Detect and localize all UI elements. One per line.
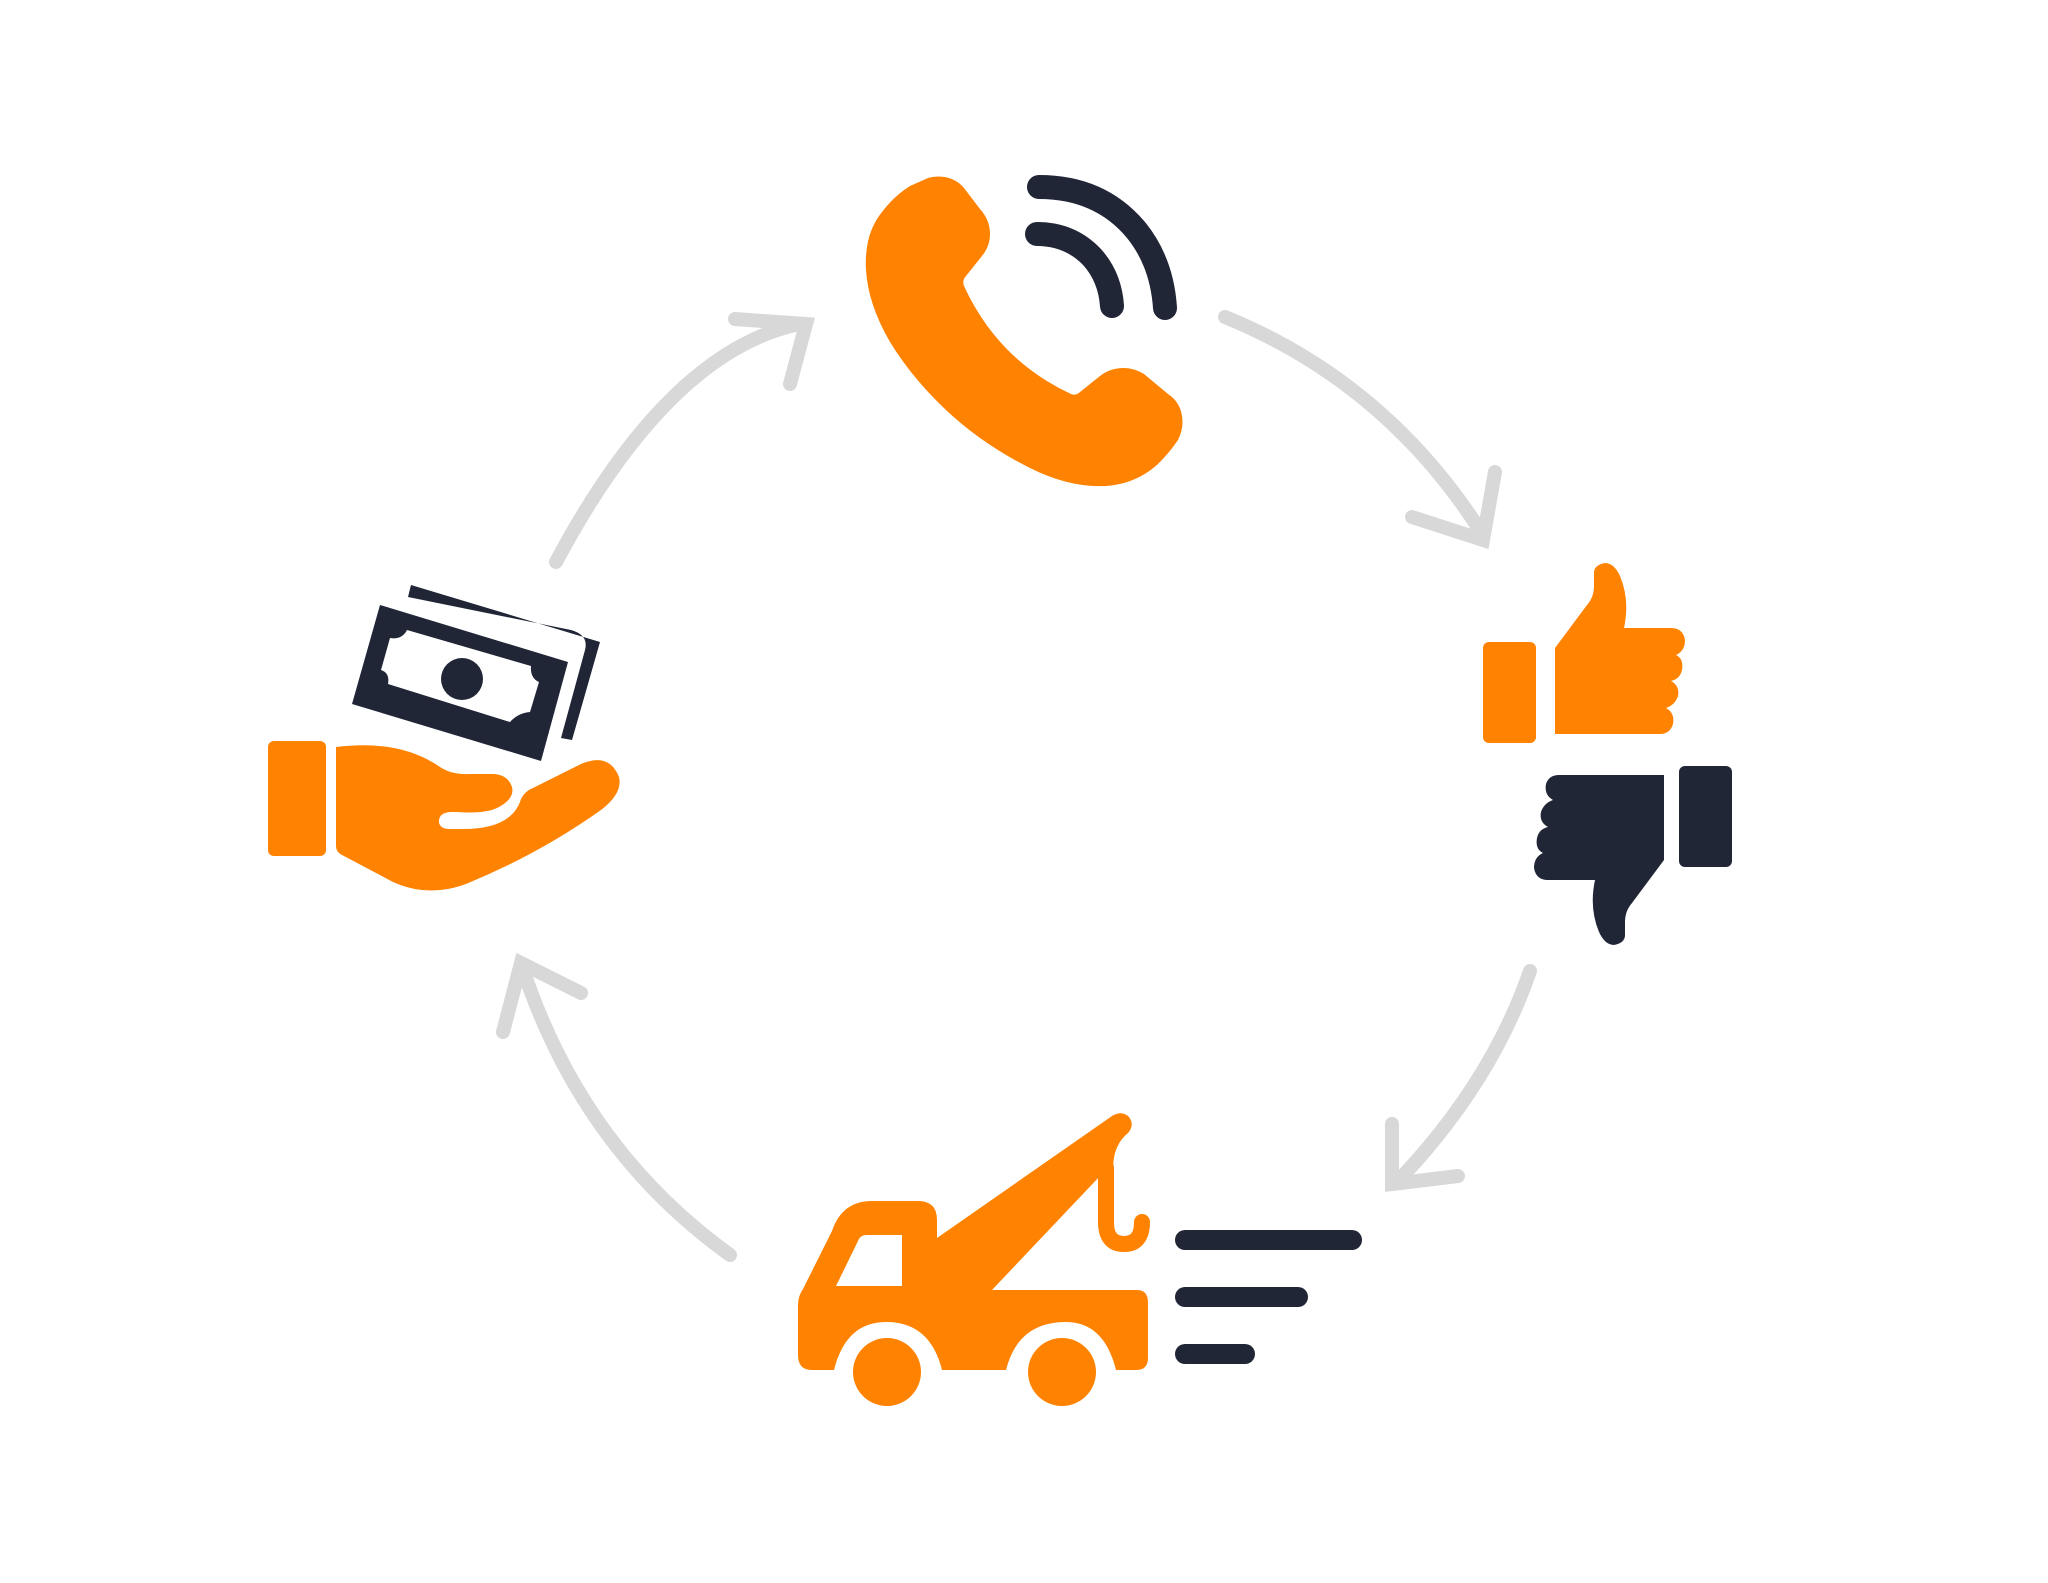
thumbs-up-icon (1483, 563, 1685, 743)
thumbs-down-icon (1534, 766, 1732, 945)
arrow-payment-to-phone (549, 312, 815, 569)
banknote-back (408, 585, 600, 740)
phone-handset (865, 176, 1183, 487)
cycle-arrows (496, 310, 1537, 1262)
arrow-thumbs-to-truck (1385, 964, 1537, 1192)
banknote-coin (441, 658, 483, 700)
banknote-front (352, 605, 568, 761)
phone-call-icon (865, 175, 1183, 487)
thumbs-down-hand (1534, 775, 1664, 945)
call-wave-large (1027, 175, 1177, 320)
thumbs-up-hand (1555, 563, 1685, 734)
truck-rear-wheel (1028, 1338, 1096, 1406)
truck-hook (1098, 1160, 1150, 1253)
payment-hand-icon (268, 585, 620, 891)
tow-truck-icon (798, 1113, 1362, 1406)
thumbs-up-cuff (1483, 642, 1536, 743)
truck-window (836, 1235, 902, 1286)
truck-front-wheel (853, 1338, 921, 1406)
call-wave-small (1025, 222, 1124, 318)
open-palm (336, 745, 620, 891)
truck-speed-lines (1175, 1230, 1362, 1364)
truck-boom (937, 1113, 1132, 1290)
thumbs-down-cuff (1679, 766, 1732, 867)
arrow-truck-to-payment (496, 952, 737, 1262)
arrow-phone-to-thumbs (1218, 310, 1502, 550)
hand-cuff (268, 741, 326, 856)
